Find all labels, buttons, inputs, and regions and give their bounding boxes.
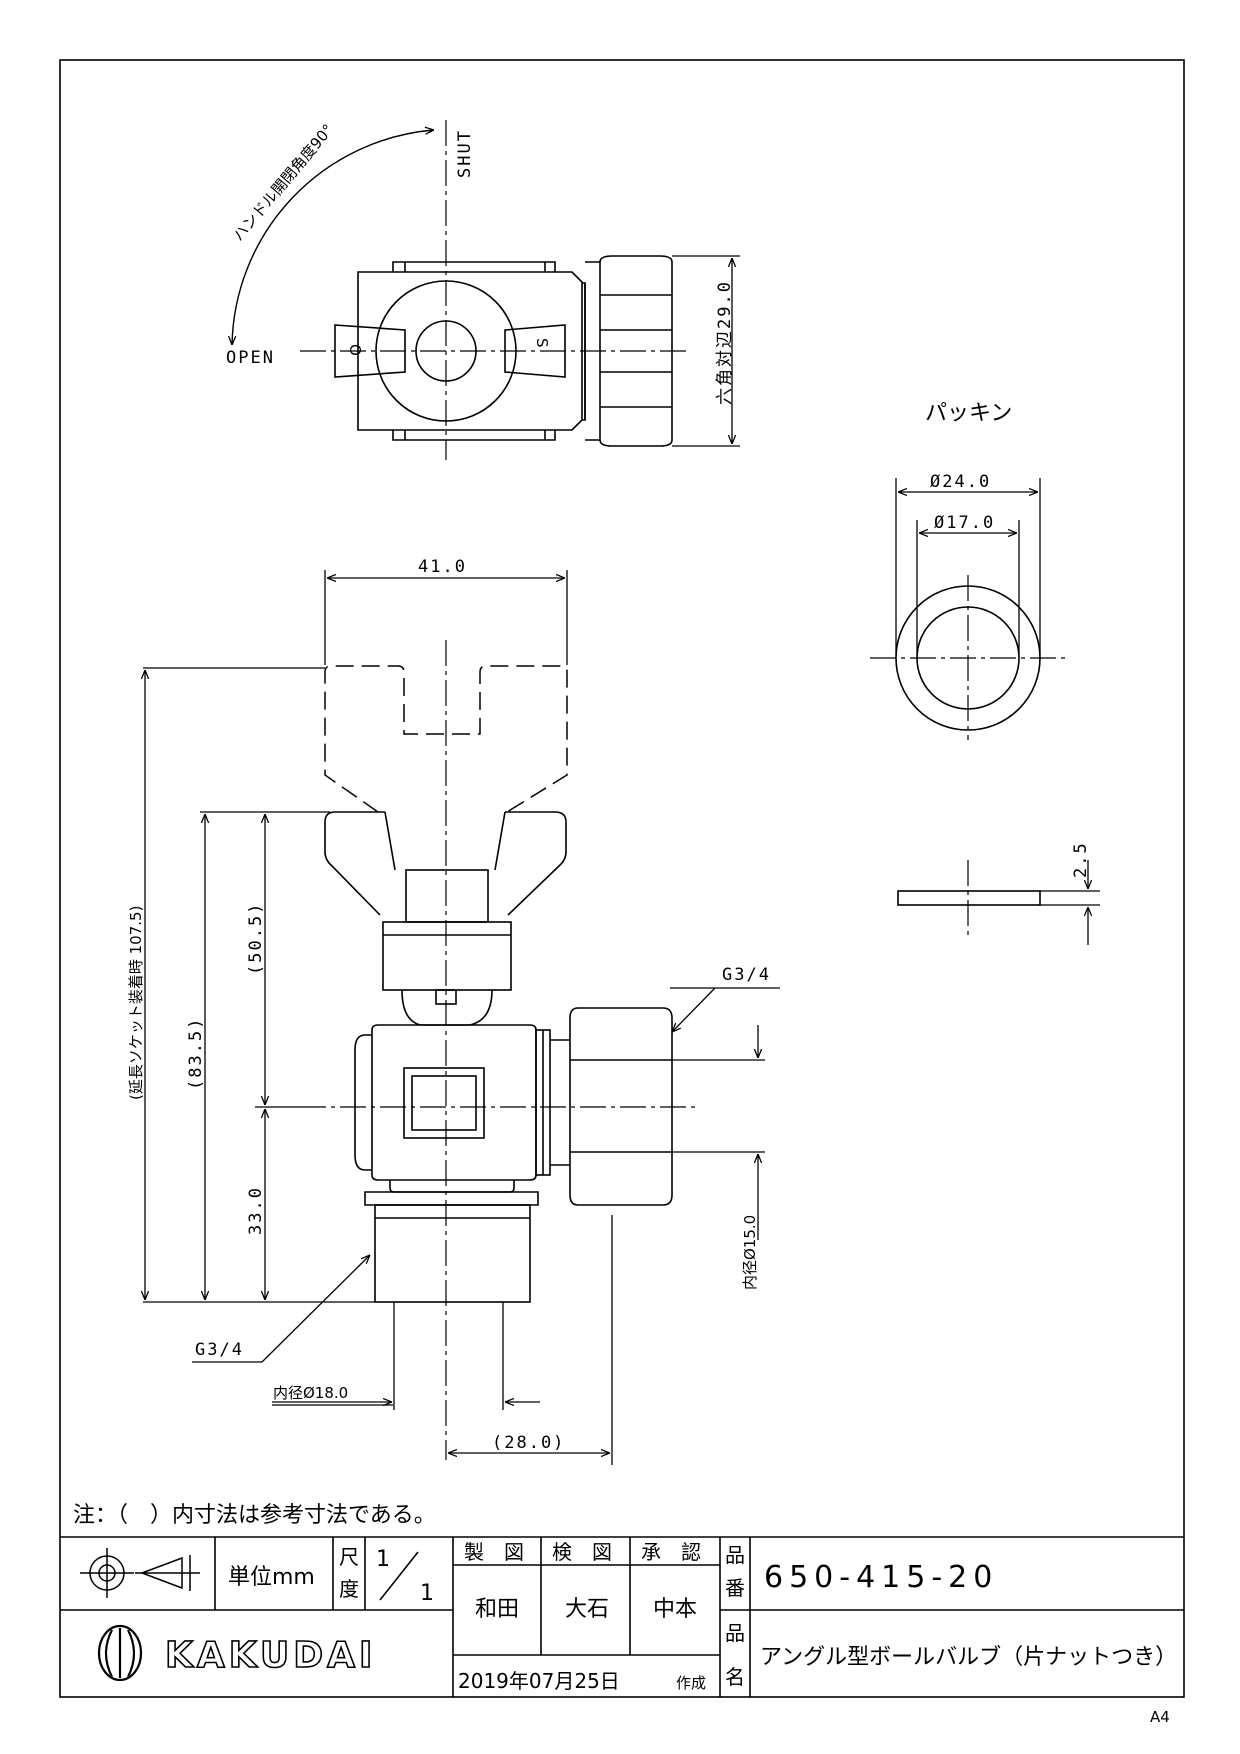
- extended-handle-outline: [324, 665, 568, 813]
- kakudai-logo-icon: [97, 1624, 143, 1682]
- packing-title: パッキン: [925, 401, 1012, 426]
- reference-note: 注：（ ）内寸法は参考寸法である。: [73, 1503, 436, 1528]
- company-logo-text: KAKUDAI: [165, 1635, 376, 1676]
- width-dim: 41.0: [418, 557, 467, 577]
- height-83-dim: (83.5): [186, 1017, 206, 1090]
- part-name-label-top: 品: [725, 1621, 745, 1645]
- scale-label-top: 尺: [339, 1545, 359, 1569]
- drawn-by: 和田: [475, 1597, 519, 1622]
- approved-header: 承 認: [641, 1540, 701, 1564]
- side-thread-label: G3/4: [722, 965, 771, 985]
- approved-by: 中本: [653, 1597, 697, 1622]
- unit-label: 単位mm: [228, 1565, 315, 1590]
- part-name: アングル型ボールバルブ（片ナットつき）: [760, 1645, 1177, 1670]
- sheet-border: [59, 59, 1185, 1698]
- handle-angle-label: ハンドル開閉角度90°: [229, 121, 337, 245]
- part-number-label-bottom: 番: [725, 1576, 745, 1600]
- scale-numerator: 1: [376, 1547, 390, 1572]
- created-label: 作成: [676, 1674, 706, 1692]
- projection-symbol-icon: [80, 1548, 200, 1598]
- checked-by: 大石: [565, 1597, 609, 1622]
- socket-height-dim: (延長ソケット装着時 107.5): [127, 906, 145, 1100]
- checked-header: 検 図: [552, 1540, 612, 1564]
- drawn-header: 製 図: [464, 1540, 524, 1564]
- front-view: [324, 811, 673, 1303]
- offset-dim: (28.0): [492, 1433, 565, 1453]
- packing-thickness-dim: 2.5: [1071, 841, 1091, 878]
- handle-angle-arc: [232, 130, 434, 345]
- height-50-dim: (50.5): [246, 902, 266, 975]
- scale-label-bottom: 度: [339, 1577, 359, 1601]
- shut-label: SHUT: [455, 129, 475, 178]
- side-bore-dim: 内径Ø15.0: [741, 1215, 759, 1290]
- creation-date: 2019年07月25日: [458, 1669, 620, 1693]
- bottom-thread-label: G3/4: [195, 1340, 244, 1360]
- open-label: OPEN: [226, 348, 275, 368]
- scale-denominator: 1: [420, 1581, 434, 1606]
- packing-outer-dim: Ø24.0: [930, 472, 991, 492]
- paper-size: A4: [1150, 1708, 1170, 1726]
- hex-size-label: 六角対辺29.0: [715, 280, 735, 405]
- part-number-label-top: 品: [725, 1543, 745, 1567]
- packing-inner-dim: Ø17.0: [934, 513, 995, 533]
- bottom-bore-dim: 内径Ø18.0: [273, 1384, 348, 1402]
- packing-view: パッキン Ø24.0 Ø17.0 2.5: [870, 401, 1100, 945]
- title-block: [60, 1536, 1184, 1697]
- height-33-dim: 33.0: [246, 1186, 266, 1235]
- open-mark: O: [346, 344, 364, 356]
- part-number: 650-415-20: [764, 1560, 998, 1595]
- part-name-label-bottom: 名: [725, 1665, 745, 1689]
- shut-mark: S: [533, 338, 551, 348]
